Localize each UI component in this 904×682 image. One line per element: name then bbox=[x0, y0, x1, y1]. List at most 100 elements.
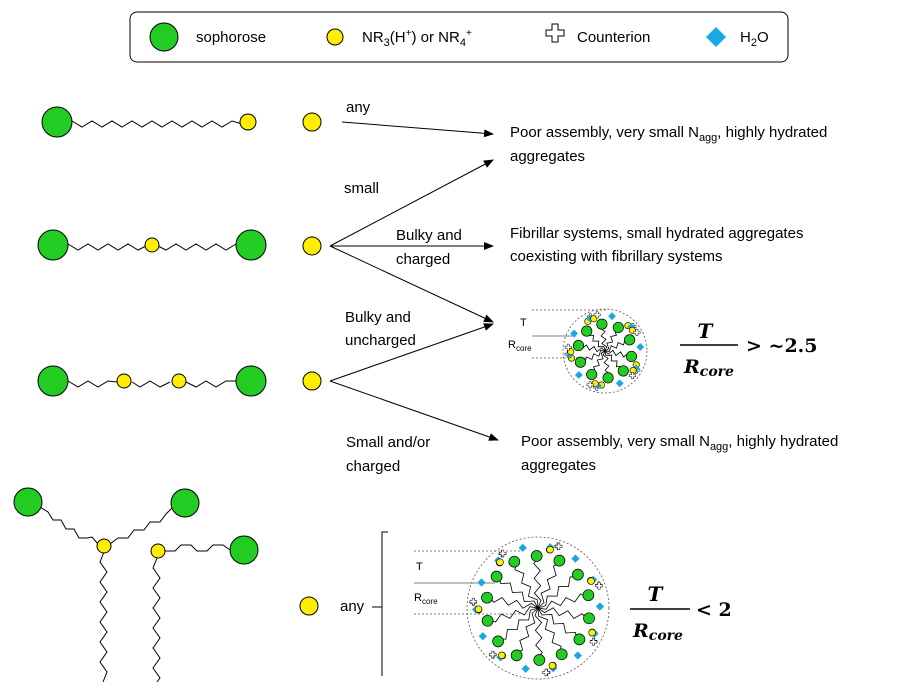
micelle-water bbox=[477, 578, 486, 587]
micelle-tail bbox=[537, 607, 578, 643]
micelle-counterion bbox=[555, 542, 563, 551]
ratio-bottom-relation: < 2 bbox=[696, 599, 732, 621]
micelle-sophorose-head bbox=[533, 654, 546, 666]
branch-label-bulky-uncharged-2: uncharged bbox=[345, 332, 416, 349]
arrow-to-small-micelle bbox=[329, 245, 494, 323]
branch-label-bulky-charged-1: Bulky and bbox=[396, 227, 462, 244]
micelle-counterion bbox=[542, 668, 550, 677]
amine-reagent-1 bbox=[302, 112, 322, 132]
micelle-tail bbox=[486, 606, 539, 623]
molecule-2 bbox=[37, 229, 267, 261]
outcome-poor-assembly-1-line2: aggregates bbox=[510, 148, 585, 165]
micelle-counterion bbox=[488, 650, 497, 659]
legend-water-label: H2O bbox=[740, 29, 769, 49]
amine-group bbox=[144, 237, 160, 253]
sophorose-head bbox=[170, 488, 200, 518]
outcome-fibrillar-2: coexisting with fibrillary systems bbox=[510, 248, 723, 265]
micelle-tail bbox=[514, 560, 539, 609]
micelle-water bbox=[521, 664, 530, 673]
micelle-large: T Rcore bbox=[414, 536, 610, 680]
micelle-large-rcore-label: Rcore bbox=[414, 592, 438, 606]
micelle-small: T Rcore bbox=[508, 308, 648, 394]
alkyl-chain bbox=[165, 544, 231, 552]
alkyl-chain bbox=[39, 506, 99, 545]
micelle-sophorose-head bbox=[581, 325, 593, 337]
amine-reagent-2 bbox=[302, 236, 322, 256]
micelle-water bbox=[478, 632, 487, 641]
micelle-counterion bbox=[629, 372, 637, 380]
micelle-water bbox=[573, 651, 582, 660]
micelle-sophorose-head bbox=[555, 648, 568, 661]
sophorose-head bbox=[37, 365, 69, 397]
molecule-1 bbox=[41, 106, 257, 138]
micelle-water bbox=[615, 379, 624, 388]
amine-reagent-3 bbox=[302, 371, 322, 391]
micelle-sophorose-head bbox=[612, 321, 624, 334]
branch-label-small-charged-1: Small and/or bbox=[346, 434, 430, 451]
micelle-amine bbox=[474, 605, 483, 613]
micelle-tail bbox=[496, 607, 539, 640]
amine-group bbox=[150, 543, 166, 559]
micelle-amine bbox=[546, 545, 554, 554]
alkyl-chain bbox=[67, 243, 147, 251]
micelle-water bbox=[608, 312, 616, 321]
micelle-counterion bbox=[564, 343, 572, 351]
ratio-bottom: T Rcore < 2 bbox=[630, 582, 732, 644]
sophorose-head bbox=[235, 365, 267, 397]
alkyl-chain bbox=[185, 380, 236, 388]
sophorose-head bbox=[41, 106, 73, 138]
micelle-sophorose-head bbox=[490, 570, 503, 583]
ratio-bottom-numerator: T bbox=[648, 582, 665, 606]
micelle-water bbox=[594, 381, 602, 390]
micelle-small-body bbox=[564, 311, 645, 391]
legend-amine-icon bbox=[326, 28, 344, 46]
micelle-outline bbox=[562, 308, 648, 394]
outcome-poor-assembly-1: Poor assembly, very small Nagg, highly h… bbox=[510, 124, 827, 144]
ratio-top-numerator: T bbox=[698, 319, 715, 343]
micelle-water bbox=[571, 554, 580, 563]
micelle-sophorose-head bbox=[492, 635, 504, 648]
amine-group bbox=[96, 538, 112, 554]
legend: sophorose NR3(H+) or NR4+ Counterion H2O bbox=[129, 11, 789, 63]
alkyl-chain bbox=[152, 557, 161, 682]
micelle-outline bbox=[466, 536, 610, 680]
micelle-sophorose-head bbox=[617, 365, 629, 377]
arrow-small-charged-to-poor bbox=[329, 380, 499, 441]
ratio-bottom-denominator: Rcore bbox=[632, 620, 683, 644]
arrows bbox=[329, 121, 499, 441]
micelle-large-t-label: T bbox=[416, 561, 423, 573]
legend-water-icon bbox=[706, 27, 726, 47]
amine-group bbox=[116, 373, 132, 389]
alkyl-chain bbox=[109, 507, 173, 545]
legend-counterion-icon bbox=[545, 23, 565, 43]
micelle-tail bbox=[537, 561, 563, 609]
sophorose-head bbox=[37, 229, 69, 261]
micelle-sophorose-head bbox=[510, 649, 523, 662]
micelle-large-body bbox=[469, 542, 605, 677]
outcome-poor-assembly-2-line2: aggregates bbox=[521, 457, 596, 474]
micelle-amine bbox=[496, 558, 504, 566]
micelle-sophorose-head bbox=[481, 591, 493, 604]
micelle-tail bbox=[537, 607, 589, 622]
amine-reagent-4 bbox=[299, 596, 319, 616]
micelle-counterion bbox=[589, 638, 598, 646]
branch-label-any: any bbox=[346, 99, 371, 116]
micelle-small-t-label: T bbox=[520, 317, 527, 329]
micelle-water bbox=[574, 371, 583, 379]
branch-label-any-2: any bbox=[340, 598, 365, 615]
micelle-counterion bbox=[595, 582, 603, 590]
micelle-tail bbox=[534, 607, 543, 661]
alkyl-chain bbox=[99, 551, 108, 682]
micelle-sophorose-head bbox=[572, 340, 585, 352]
micelle-sophorose-head bbox=[602, 372, 614, 384]
sophorose-head bbox=[13, 487, 43, 517]
sophorose-head bbox=[235, 229, 267, 261]
micelle-tail bbox=[513, 607, 539, 655]
molecule-3 bbox=[37, 365, 267, 397]
micelle-tail bbox=[533, 555, 542, 609]
micelle-counterion bbox=[499, 549, 507, 558]
legend-sophorose-label: sophorose bbox=[196, 29, 266, 46]
micelle-sophorose-head bbox=[508, 555, 521, 568]
alkyl-chain bbox=[71, 120, 243, 128]
